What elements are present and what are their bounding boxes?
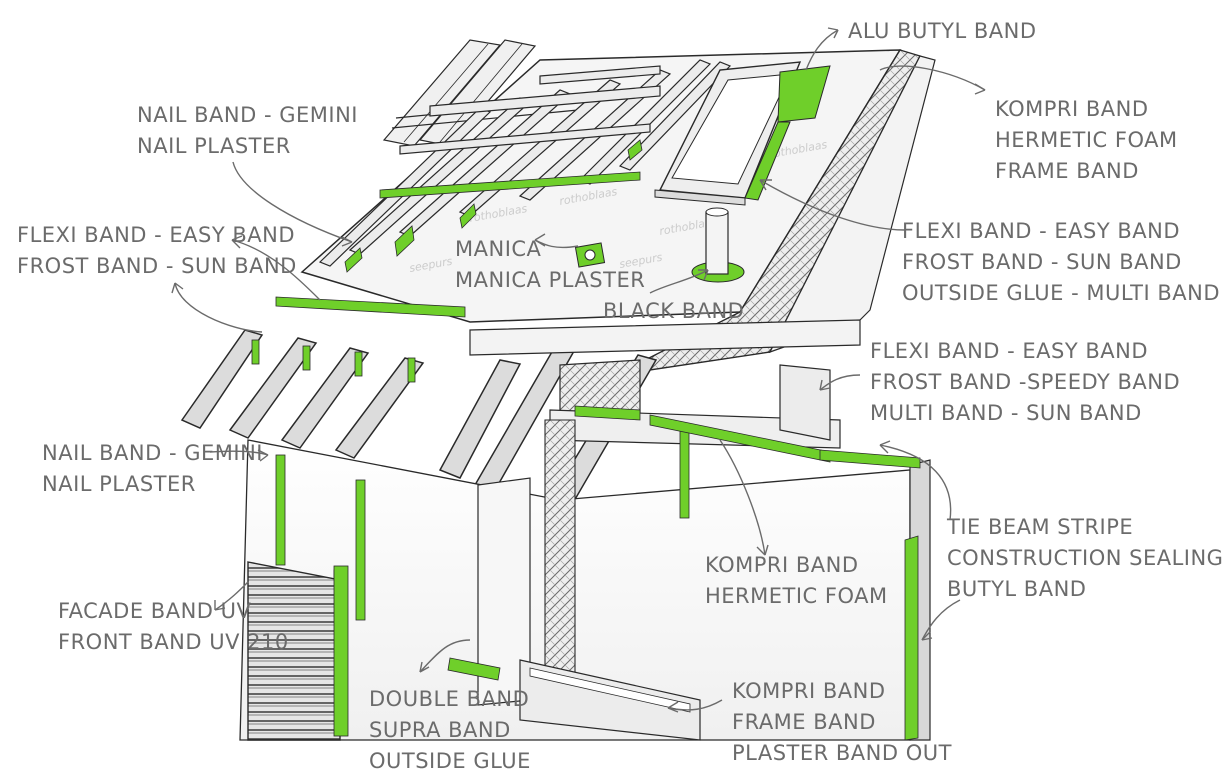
green-tape-roof (275, 139, 643, 318)
label-line: CONSTRUCTION SEALING (947, 546, 1224, 570)
wall-window (519, 659, 701, 741)
label-flexi-band-left: FLEXI BAND - EASY BAND FROST BAND - SUN … (17, 220, 297, 282)
label-line: FROST BAND -SPEEDY BAND (870, 370, 1181, 394)
label-alu-butyl-band: ALU BUTYL BAND (848, 16, 1037, 47)
label-kompri-band-mid: KOMPRI BAND HERMETIC FOAM (705, 550, 888, 612)
label-line: FLEXI BAND - EASY BAND (17, 223, 296, 247)
rafter-tape (251, 339, 416, 383)
label-line: OUTSIDE GLUE - MULTI BAND (902, 281, 1221, 305)
label-line: MULTI BAND - SUN BAND (870, 401, 1142, 425)
label-line: ALU BUTYL BAND (848, 19, 1037, 43)
label-line: PLASTER BAND OUT (732, 741, 952, 765)
label-line: BUTYL BAND (947, 577, 1087, 601)
facade-louvre (247, 561, 349, 741)
label-line: NAIL PLASTER (137, 134, 291, 158)
label-facade-band: FACADE BAND UV FRONT BAND UV 210 (58, 596, 289, 658)
label-line: DOUBLE BAND (369, 687, 530, 711)
label-line: OUTSIDE GLUE (369, 749, 531, 773)
label-line: FLEXI BAND - EASY BAND (902, 219, 1181, 243)
label-kompri-band-bottom: KOMPRI BAND FRAME BAND PLASTER BAND OUT (732, 676, 952, 769)
label-line: HERMETIC FOAM (995, 128, 1178, 152)
label-line: HERMETIC FOAM (705, 584, 888, 608)
label-line: KOMPRI BAND (995, 97, 1149, 121)
label-double-band: DOUBLE BAND SUPRA BAND OUTSIDE GLUE (369, 684, 531, 777)
roof-window (654, 61, 831, 206)
label-line: FRONT BAND UV 210 (58, 630, 289, 654)
label-line: NAIL PLASTER (42, 472, 196, 496)
label-line: NAIL BAND - GEMINI (42, 441, 263, 465)
label-flexi-band-mid: FLEXI BAND - EASY BAND FROST BAND -SPEED… (870, 336, 1180, 429)
label-line: SUPRA BAND (369, 718, 511, 742)
label-line: MANICA PLASTER (455, 268, 646, 292)
label-tie-beam-stripe: TIE BEAM STRIPE CONSTRUCTION SEALING BUT… (947, 512, 1223, 605)
label-line: MANICA (455, 237, 542, 261)
label-line: FRAME BAND (995, 159, 1139, 183)
label-line: FROST BAND - SUN BAND (17, 254, 297, 278)
label-line: KOMPRI BAND (732, 679, 886, 703)
label-line: KOMPRI BAND (705, 553, 859, 577)
green-tape-wall (275, 405, 919, 741)
roof-tiles (382, 39, 581, 147)
tie-beam (779, 364, 921, 469)
label-line: FLEXI BAND - EASY BAND (870, 339, 1149, 363)
manica-patch (574, 242, 606, 268)
label-manica: MANICA MANICA PLASTER (455, 234, 645, 296)
label-black-band: BLACK BAND (603, 296, 744, 327)
label-line: NAIL BAND - GEMINI (137, 103, 358, 127)
label-line: FACADE BAND UV (58, 599, 252, 623)
label-line: BLACK BAND (603, 299, 745, 323)
label-kompri-band-top: KOMPRI BAND HERMETIC FOAM FRAME BAND (995, 94, 1178, 187)
label-nail-band-left: NAIL BAND - GEMINI NAIL PLASTER (42, 438, 263, 500)
leader-lines (171, 27, 986, 713)
label-line: TIE BEAM STRIPE (947, 515, 1134, 539)
label-line: FROST BAND - SUN BAND (902, 250, 1182, 274)
label-line: FRAME BAND (732, 710, 876, 734)
label-flexi-band-right: FLEXI BAND - EASY BAND FROST BAND - SUN … (902, 216, 1220, 309)
label-nail-band-top: NAIL BAND - GEMINI NAIL PLASTER (137, 100, 358, 162)
